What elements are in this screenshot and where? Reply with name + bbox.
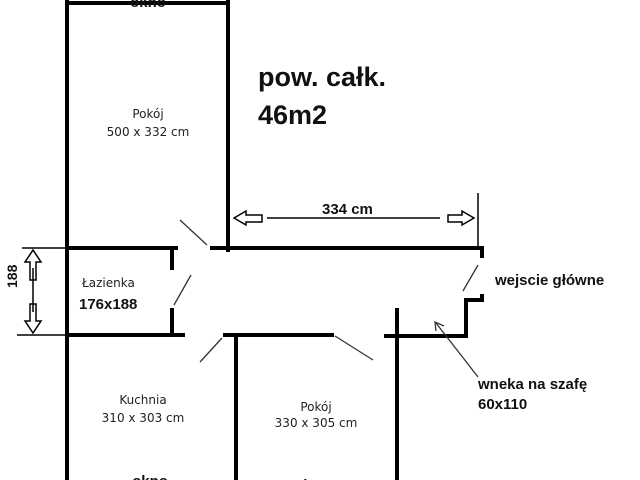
window-label: okno	[294, 477, 330, 480]
room-size: 330 x 305 cm	[275, 416, 358, 430]
arrow-left-icon	[232, 209, 263, 227]
room-size: 500 x 332 cm	[107, 125, 190, 139]
arrow-down-icon	[23, 303, 43, 335]
total-area-value: 46m2	[258, 100, 327, 130]
entrance-label: wejscie główne	[494, 272, 604, 289]
window-label: okno	[130, 0, 166, 11]
closet-label: wneka na szafę	[477, 376, 587, 393]
room-name: Pokój	[132, 107, 163, 121]
window-label: okno	[132, 473, 168, 480]
room-name: Kuchnia	[119, 393, 166, 407]
closet-pointer	[434, 320, 479, 378]
room-size: 176x188	[79, 296, 137, 313]
arrow-up-icon	[23, 248, 43, 281]
closet-size: 60x110	[478, 396, 527, 413]
bathroom-height-dimension: 188	[4, 264, 20, 288]
room-name: Pokój	[300, 400, 331, 414]
hall-width-dimension: 334 cm	[322, 201, 373, 218]
doors	[173, 219, 479, 363]
room-size: 310 x 303 cm	[102, 411, 185, 425]
dimension-188	[17, 247, 67, 336]
room-name: Łazienka	[81, 276, 135, 290]
dimension-334	[232, 193, 479, 248]
walls	[65, 0, 484, 480]
arrow-right-icon	[447, 209, 476, 227]
total-area-label: pow. całk.	[258, 62, 386, 92]
